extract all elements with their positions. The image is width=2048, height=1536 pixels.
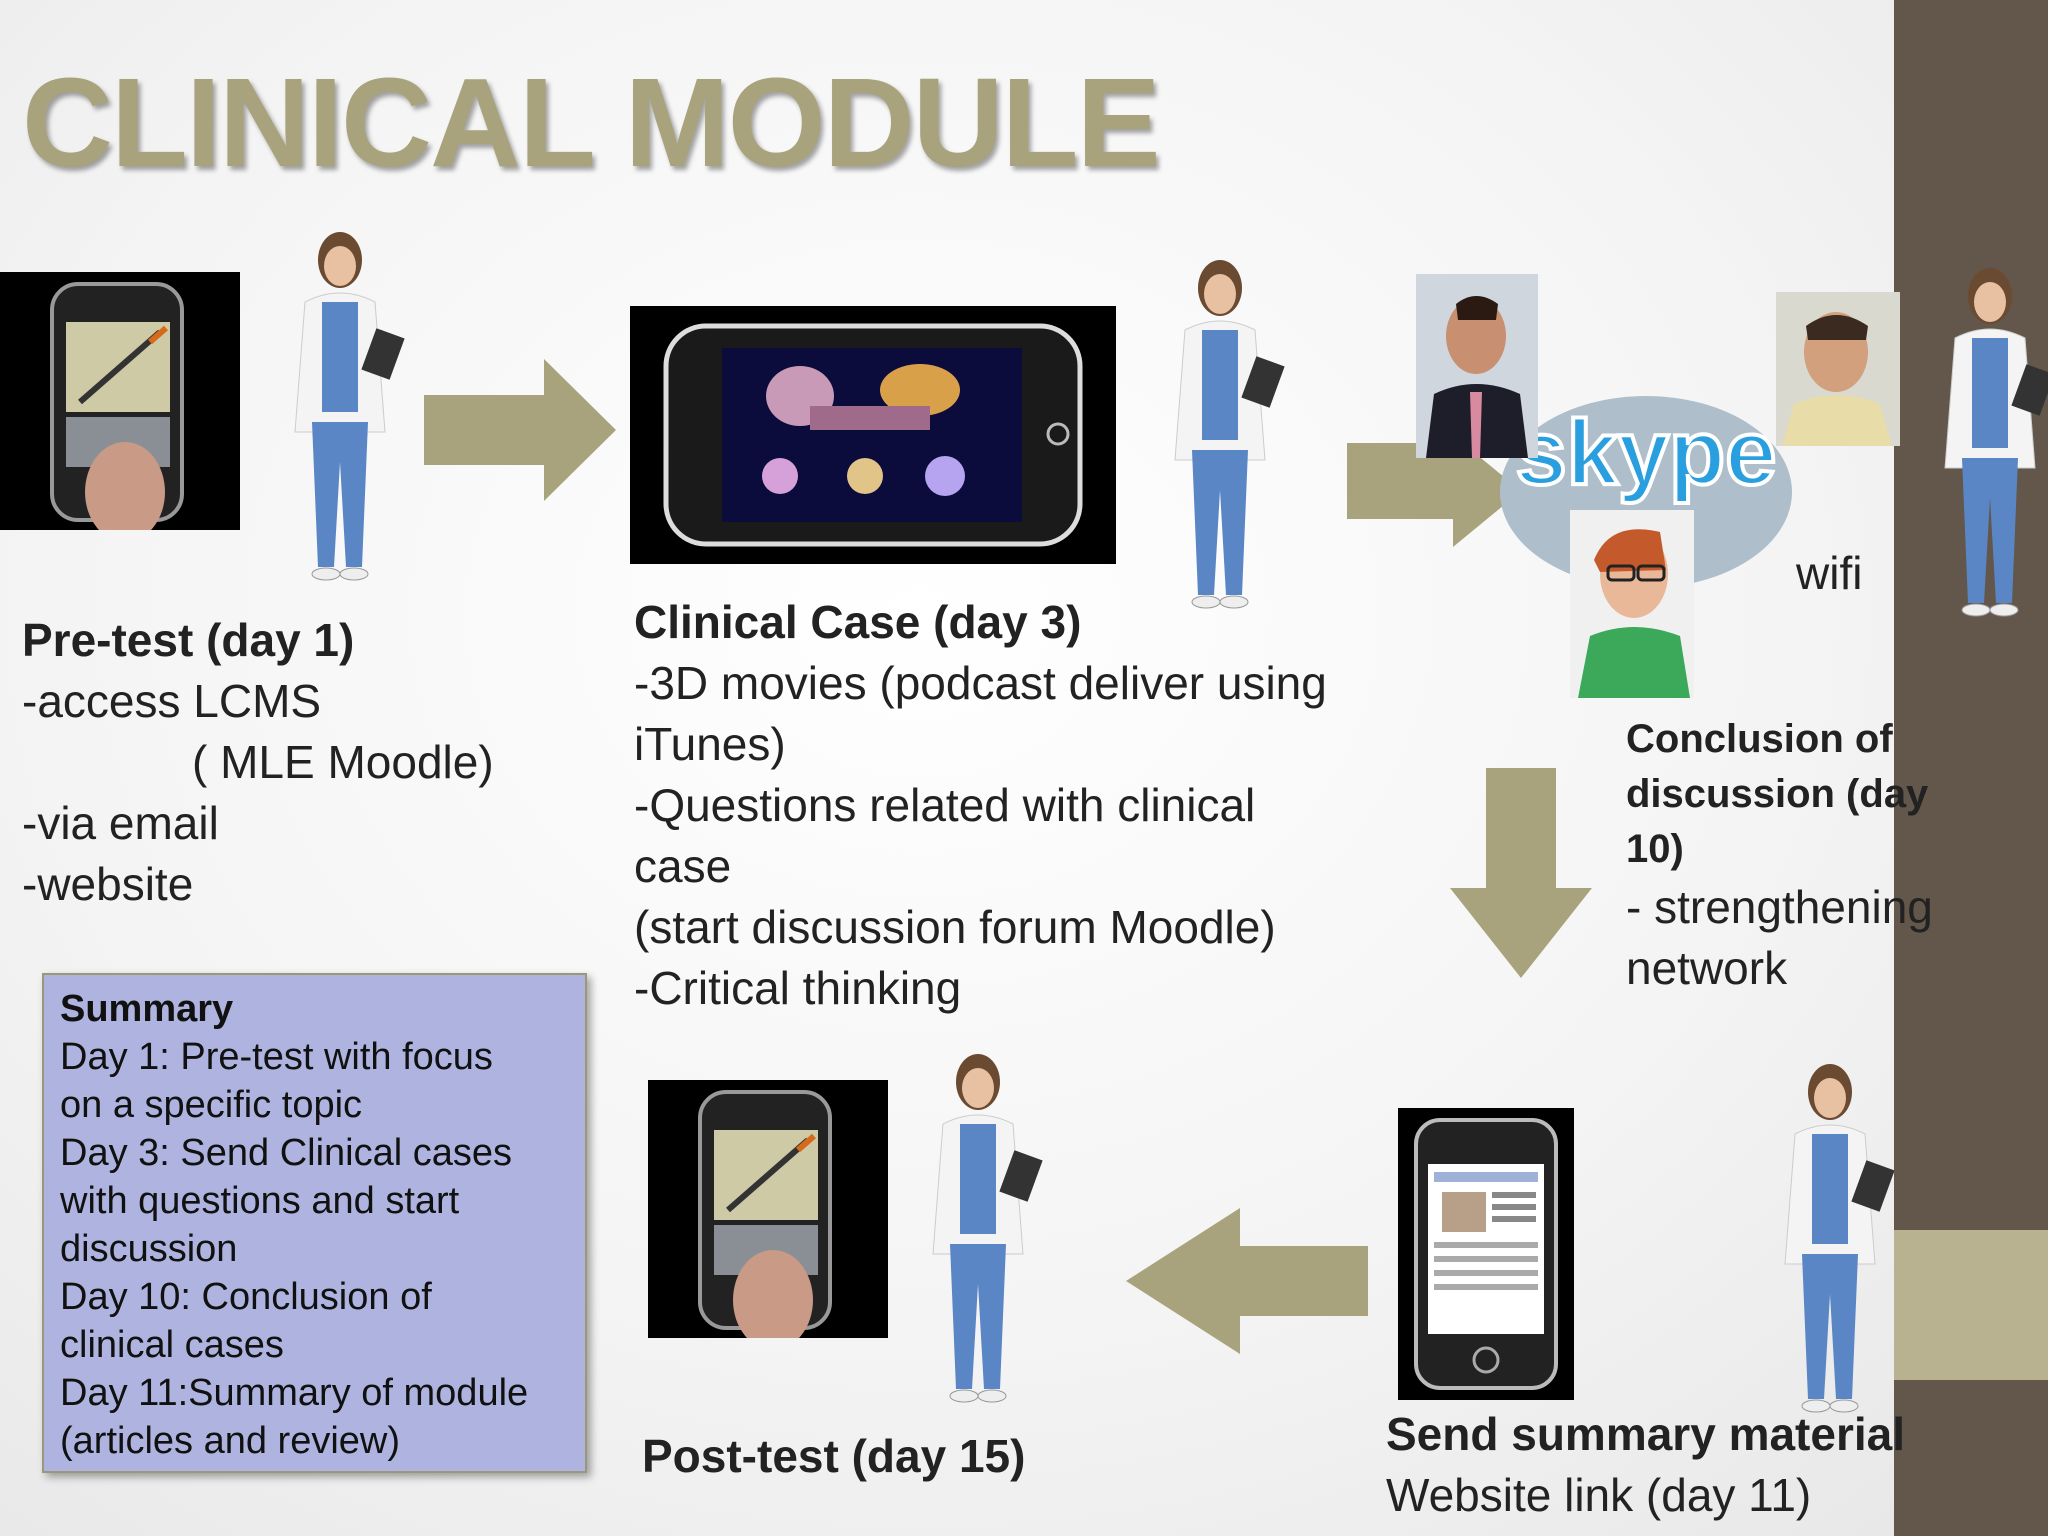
summary-line: Day 1: Pre-test with focus (60, 1033, 569, 1081)
clinical-case-line: case (634, 836, 1327, 897)
conclusion-heading: Conclusion of (1626, 712, 1933, 767)
arrow-left-icon (1124, 1206, 1370, 1356)
skype-logo-text: skype (1516, 402, 1777, 504)
summary-heading: Summary (60, 985, 569, 1033)
conclusion-text: Conclusion of discussion (day 10) - stre… (1626, 712, 1933, 999)
phone-stylus-icon (648, 1080, 888, 1338)
clinical-case-line: -Critical thinking (634, 958, 1327, 1019)
person-on-phone-icon (1416, 274, 1538, 458)
doctor-figure-icon (1740, 1054, 1894, 1424)
summary-line: clinical cases (60, 1321, 569, 1369)
summary-line: Day 3: Send Clinical cases (60, 1129, 569, 1177)
conclusion-line: - strengthening (1626, 877, 1933, 938)
slide-title: CLINICAL MODULE (22, 60, 1159, 186)
summary-line: (articles and review) (60, 1417, 569, 1465)
doctor-figure-icon (1130, 250, 1300, 620)
pretest-line: -website (22, 854, 494, 915)
summary-line: discussion (60, 1225, 569, 1273)
pretest-text: Pre-test (day 1) -access LCMS ( MLE Mood… (22, 610, 494, 915)
clinical-case-line: iTunes) (634, 714, 1327, 775)
doctor-figure-icon (250, 222, 420, 592)
phone-stylus-icon (0, 272, 240, 530)
pretest-heading: Pre-test (day 1) (22, 610, 494, 671)
clinical-case-line: -Questions related with clinical (634, 775, 1327, 836)
summary-box: Summary Day 1: Pre-test with focus on a … (42, 973, 587, 1473)
clinical-case-heading: Clinical Case (day 3) (634, 592, 1327, 653)
person-on-phone-icon (1776, 292, 1900, 446)
pretest-line: ( MLE Moodle) (22, 732, 494, 793)
arrow-down-icon (1448, 766, 1594, 980)
summary-line: on a specific topic (60, 1081, 569, 1129)
conclusion-heading: 10) (1626, 822, 1933, 877)
summary-line: Day 11:Summary of module (60, 1369, 569, 1417)
send-summary-text: Send summary material Website link (day … (1386, 1404, 1905, 1526)
send-summary-heading: Send summary material (1386, 1404, 1905, 1465)
conclusion-heading: discussion (day (1626, 767, 1933, 822)
summary-line: Day 10: Conclusion of (60, 1273, 569, 1321)
clinical-case-text: Clinical Case (day 3) -3D movies (podcas… (634, 592, 1327, 1019)
person-on-phone-icon (1570, 510, 1694, 698)
arrow-right-icon (420, 355, 620, 505)
side-decoration-accent (1894, 1230, 2048, 1380)
send-summary-line: Website link (day 11) (1386, 1465, 1905, 1526)
summary-line: Day 15: Post-test on the (60, 1465, 569, 1473)
doctor-figure-icon (1900, 258, 2048, 628)
wifi-label: wifi (1796, 543, 1862, 604)
phone-clinical-case-icon (630, 306, 1116, 564)
summary-line: with questions and start (60, 1177, 569, 1225)
clinical-case-line: (start discussion forum Moodle) (634, 897, 1327, 958)
pretest-line: -access LCMS (22, 671, 494, 732)
pretest-line: -via email (22, 793, 494, 854)
posttest-heading: Post-test (day 15) (642, 1426, 1025, 1487)
doctor-figure-icon (888, 1044, 1058, 1414)
clinical-case-line: -3D movies (podcast deliver using (634, 653, 1327, 714)
conclusion-line: network (1626, 938, 1933, 999)
phone-website-icon (1398, 1108, 1574, 1400)
